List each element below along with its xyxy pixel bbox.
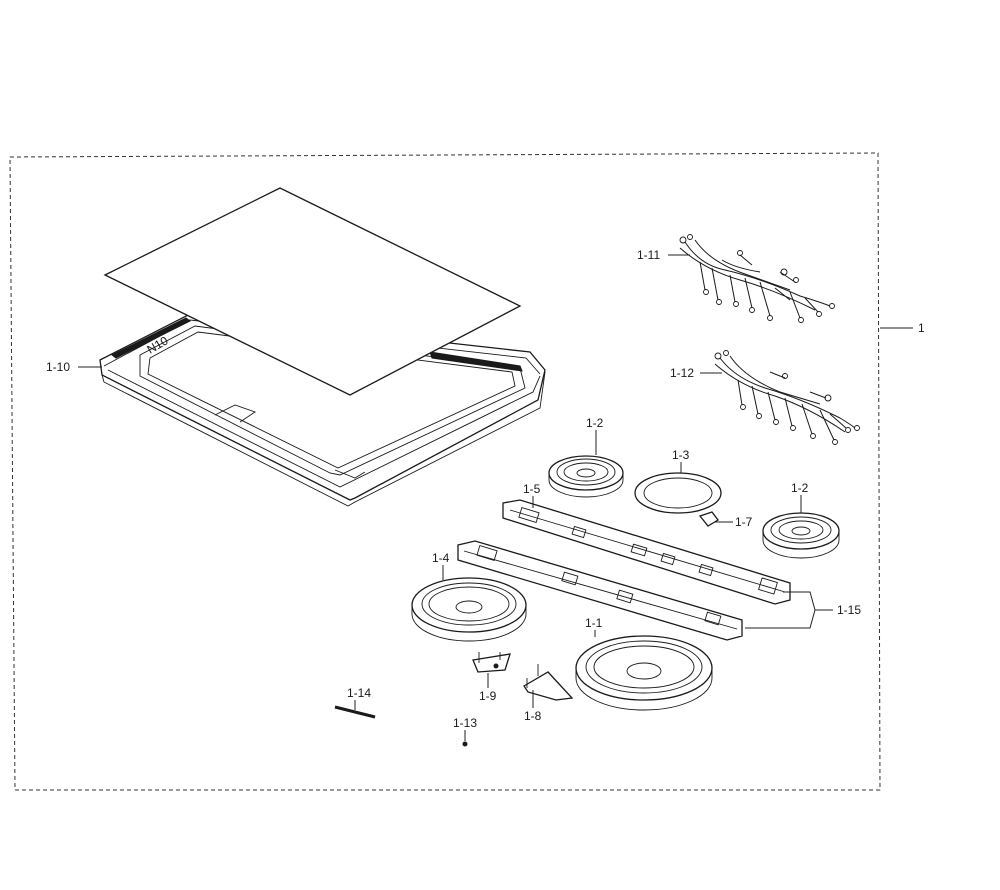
leader-lines	[78, 254, 913, 741]
burner-large-left	[411, 577, 527, 642]
callout-1: 1	[918, 321, 925, 335]
callout-1-4: 1-4	[432, 551, 450, 565]
callout-1-13: 1-13	[453, 716, 477, 730]
callout-1-5: 1-5	[523, 482, 541, 496]
clip-part	[698, 511, 719, 527]
callout-1-7: 1-7	[735, 515, 753, 529]
frame-assembly: N10	[99, 313, 546, 507]
callout-1-14: 1-14	[347, 686, 371, 700]
callout-1-2-right: 1-2	[791, 481, 809, 495]
wire-harness-lower	[714, 350, 860, 445]
callout-1-15: 1-15	[837, 603, 861, 617]
burner-small-right	[762, 512, 840, 559]
callout-1-1: 1-1	[585, 616, 603, 630]
callout-1-12: 1-12	[670, 366, 694, 380]
support-bracket-lower	[457, 540, 743, 641]
small-bracket-a	[472, 652, 511, 673]
callout-1-11: 1-11	[637, 248, 660, 262]
rod-part	[334, 705, 376, 719]
wire-harness-upper	[679, 234, 835, 323]
callout-1-9: 1-9	[479, 689, 497, 703]
callout-1-3: 1-3	[672, 448, 690, 462]
screw-part	[462, 741, 468, 747]
trim-ring	[634, 472, 722, 514]
burner-xl	[575, 635, 713, 711]
support-bracket-upper	[502, 499, 791, 605]
small-bracket-b	[523, 664, 574, 701]
callout-labels: 1 1-10 1-11 1-12 1-2 1-3 1-2 1-5 1-7 1-4…	[46, 248, 925, 730]
callout-1-8: 1-8	[524, 709, 542, 723]
callout-1-2-upper: 1-2	[586, 416, 604, 430]
glass-top-panel	[103, 187, 522, 396]
callout-1-10: 1-10	[46, 360, 70, 374]
assembly-boundary	[9, 152, 881, 791]
burner-small-upper	[548, 455, 624, 498]
